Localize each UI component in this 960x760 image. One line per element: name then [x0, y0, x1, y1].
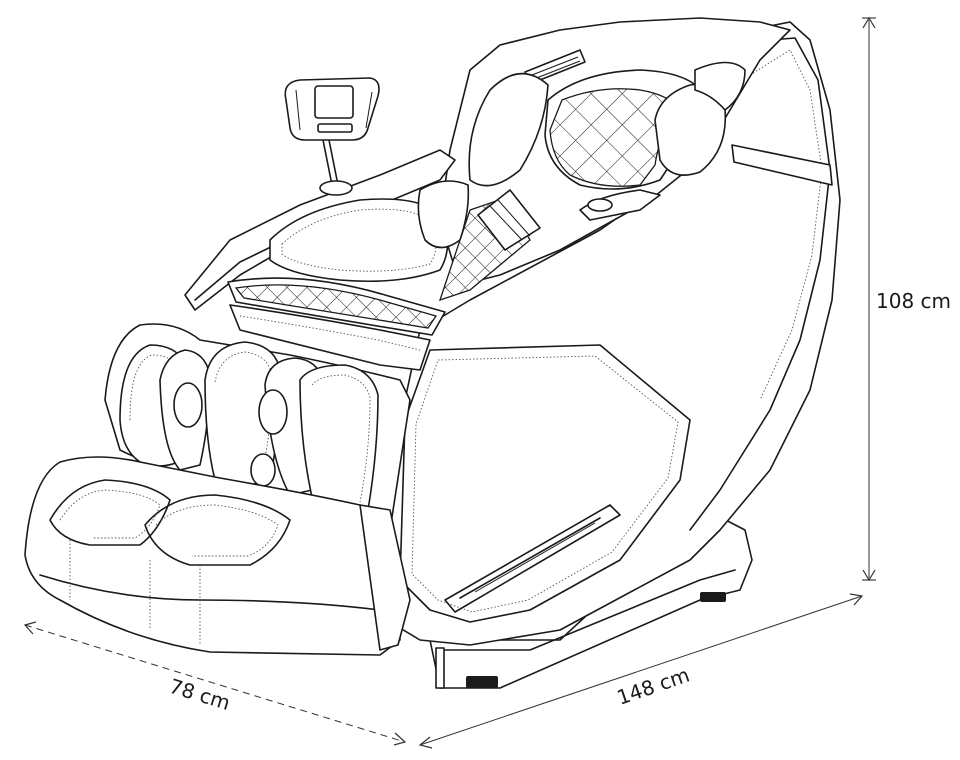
height-label: 108 cm — [876, 289, 951, 313]
chair-shell — [369, 21, 841, 646]
length-label: 148 cm — [614, 663, 693, 710]
width-label: 78 cm — [167, 674, 234, 715]
seat-and-armrest — [184, 149, 470, 371]
dimension-width — [23, 621, 407, 746]
leg-rest — [104, 323, 411, 536]
dimension-length — [418, 593, 864, 749]
backrest — [438, 17, 791, 302]
foot-rest — [24, 456, 411, 656]
dimension-height — [862, 16, 876, 582]
remote-controller — [284, 77, 380, 196]
